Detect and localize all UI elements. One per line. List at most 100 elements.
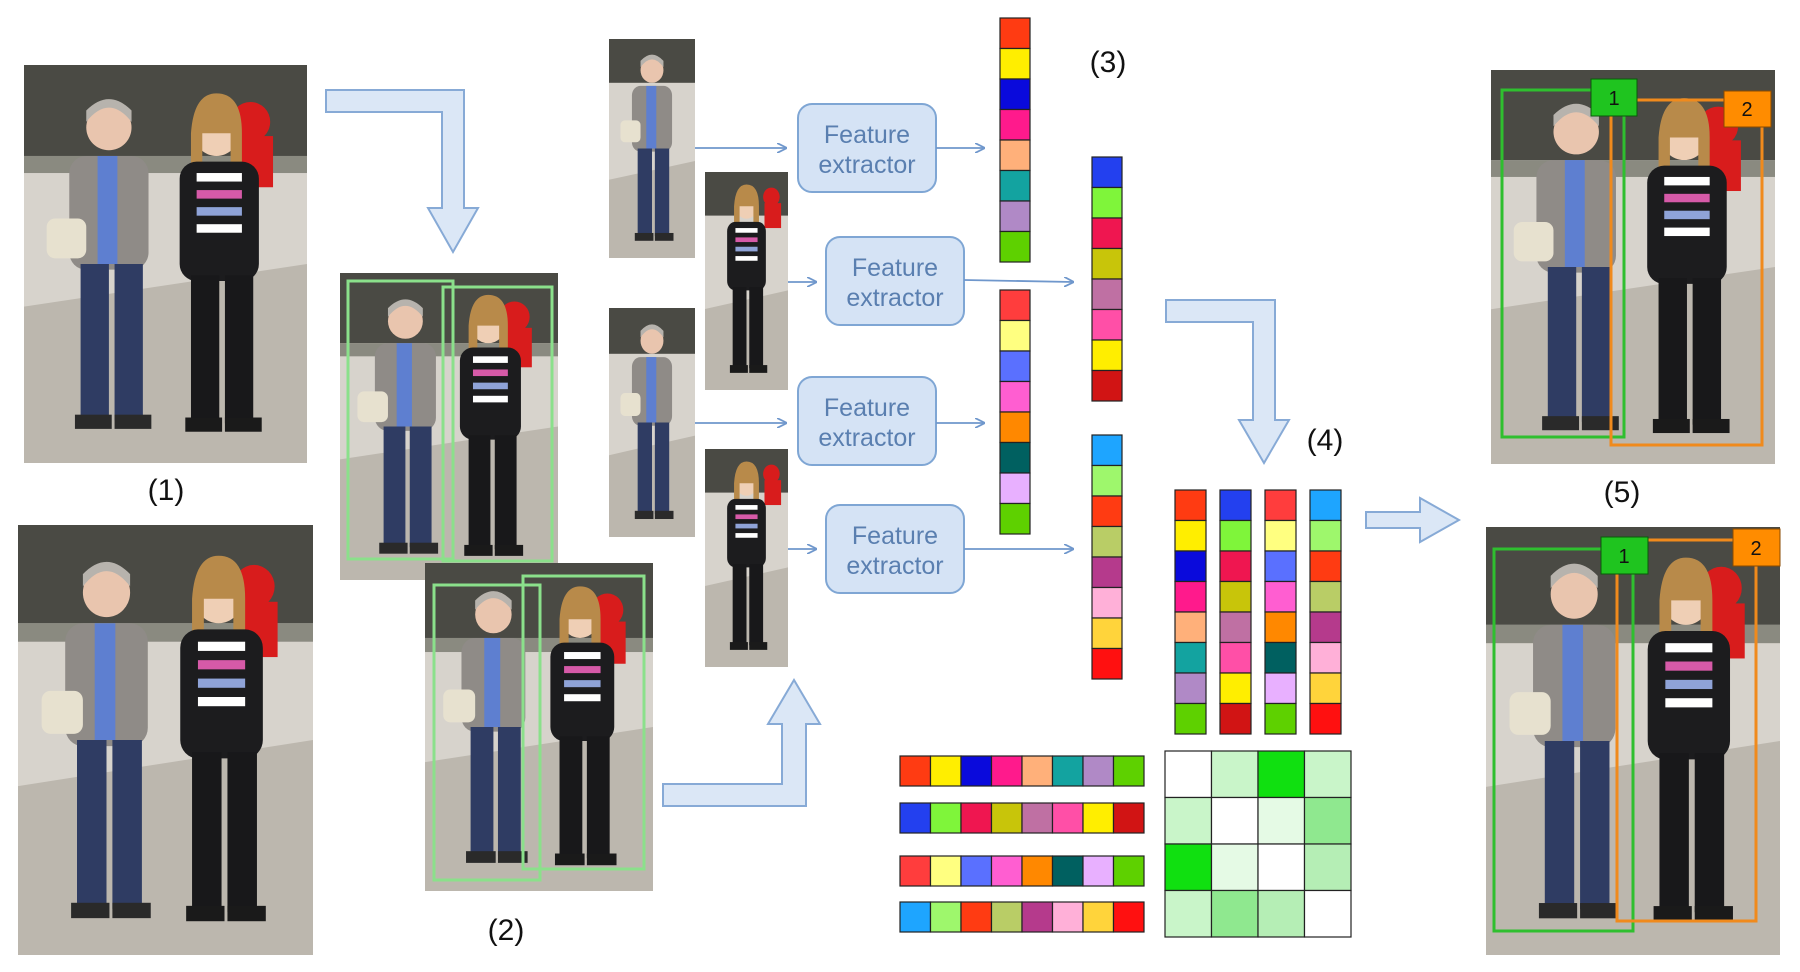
- track-badge-1: [1600, 536, 1649, 575]
- feature-cell: [929, 855, 962, 887]
- track-badge-2: [1723, 90, 1772, 128]
- svg-text:Feature: Feature: [824, 394, 910, 422]
- feature-cell: [1309, 580, 1342, 613]
- step-label-2: (2): [488, 914, 525, 947]
- feature-vector: [999, 17, 1031, 263]
- detection-frame-t2: [425, 563, 653, 891]
- similarity-cell: [1210, 796, 1259, 845]
- feature-vector: [1091, 156, 1123, 402]
- similarity-matrix: [1164, 750, 1352, 938]
- step-label-5: (5): [1604, 476, 1641, 509]
- feature-cell: [1091, 586, 1123, 619]
- arrow-2-to-crops: [662, 678, 822, 807]
- feature-cell: [999, 169, 1031, 202]
- svg-text:extractor: extractor: [818, 151, 915, 179]
- track-box-1: [1500, 88, 1626, 439]
- input-frame-t2: [18, 525, 313, 955]
- svg-text:extractor: extractor: [846, 552, 943, 580]
- similarity-cell: [1210, 843, 1259, 892]
- feature-cell: [990, 802, 1023, 834]
- feature-cell: [899, 901, 932, 933]
- feature-cell: [929, 802, 962, 834]
- feature-extractor-3: Feature extractor: [797, 376, 937, 466]
- track-badge-1: [1590, 78, 1638, 117]
- track-badge-1-text: 1: [1608, 88, 1619, 110]
- detection-box: [521, 574, 646, 871]
- track-badge-2: [1732, 528, 1781, 567]
- svg-text:extractor: extractor: [846, 284, 943, 312]
- similarity-cell: [1257, 796, 1306, 845]
- feature-cell: [1091, 464, 1123, 497]
- tracklet-column: [1309, 489, 1342, 735]
- feature-cell: [1264, 519, 1297, 552]
- feature-cell: [1309, 672, 1342, 705]
- feature-cell: [1091, 308, 1123, 341]
- feature-cell: [999, 17, 1031, 50]
- feature-cell: [999, 108, 1031, 141]
- feature-cell: [1082, 901, 1115, 933]
- feature-cell: [999, 47, 1031, 80]
- feature-cell: [1091, 217, 1123, 250]
- feature-cell: [1091, 647, 1123, 680]
- feature-cell: [1112, 755, 1145, 787]
- track-box-1: [1492, 547, 1635, 933]
- feature-cell: [1219, 672, 1252, 705]
- feature-cell: [999, 472, 1031, 505]
- feature-cell: [999, 380, 1031, 413]
- feature-cell: [1219, 550, 1252, 583]
- feature-cell: [1174, 641, 1207, 674]
- feature-cell: [1112, 901, 1145, 933]
- feature-cell: [1309, 702, 1342, 735]
- feature-cell: [1219, 580, 1252, 613]
- feature-cell: [1082, 802, 1115, 834]
- feature-cell: [1264, 641, 1297, 674]
- svg-text:Feature: Feature: [824, 121, 910, 149]
- similarity-cell: [1164, 750, 1213, 799]
- similarity-cell: [1257, 889, 1306, 938]
- step-label-4: (4): [1307, 424, 1344, 457]
- feature-cell: [999, 200, 1031, 233]
- feature-cell: [960, 901, 993, 933]
- feature-cell: [999, 139, 1031, 172]
- feature-cell: [1174, 489, 1207, 522]
- detection-box: [441, 285, 554, 563]
- feature-cell: [1112, 855, 1145, 887]
- feature-cell: [999, 319, 1031, 352]
- detection-box: [346, 279, 455, 561]
- feature-cell: [1091, 369, 1123, 402]
- feature-vectors: [999, 17, 1123, 680]
- detection-frame-t1: [340, 273, 558, 580]
- similarity-cell: [1210, 750, 1259, 799]
- feature-cell: [990, 855, 1023, 887]
- feature-cell: [1021, 855, 1054, 887]
- tracklet-column: [1219, 489, 1252, 735]
- feature-cell: [1219, 519, 1252, 552]
- svg-text:extractor: extractor: [818, 424, 915, 452]
- similarity-cell: [1164, 889, 1213, 938]
- feature-cell: [990, 755, 1023, 787]
- feature-cell: [990, 901, 1023, 933]
- crop-t1-person-a: [609, 39, 695, 258]
- detection-row: [899, 855, 1145, 887]
- detection-row: [899, 802, 1145, 834]
- feature-cell: [1091, 339, 1123, 372]
- feature-cell: [1174, 550, 1207, 583]
- feature-cell: [1091, 617, 1123, 650]
- feature-cell: [1091, 556, 1123, 589]
- feature-cell: [899, 855, 932, 887]
- feature-cell: [929, 901, 962, 933]
- track-box-2: [1609, 98, 1764, 447]
- feature-cell: [960, 855, 993, 887]
- feature-cell: [899, 802, 932, 834]
- feature-cell: [1174, 611, 1207, 644]
- feature-cell: [999, 78, 1031, 111]
- arrow-4-to-5: [1365, 496, 1462, 544]
- feature-cell: [999, 350, 1031, 383]
- feature-cell: [1051, 755, 1084, 787]
- step-label-1: (1): [148, 474, 185, 507]
- feature-cell: [1309, 489, 1342, 522]
- feature-cell: [1091, 278, 1123, 311]
- feature-extractor-4: Feature extractor: [825, 504, 965, 594]
- similarity-cell: [1303, 796, 1352, 845]
